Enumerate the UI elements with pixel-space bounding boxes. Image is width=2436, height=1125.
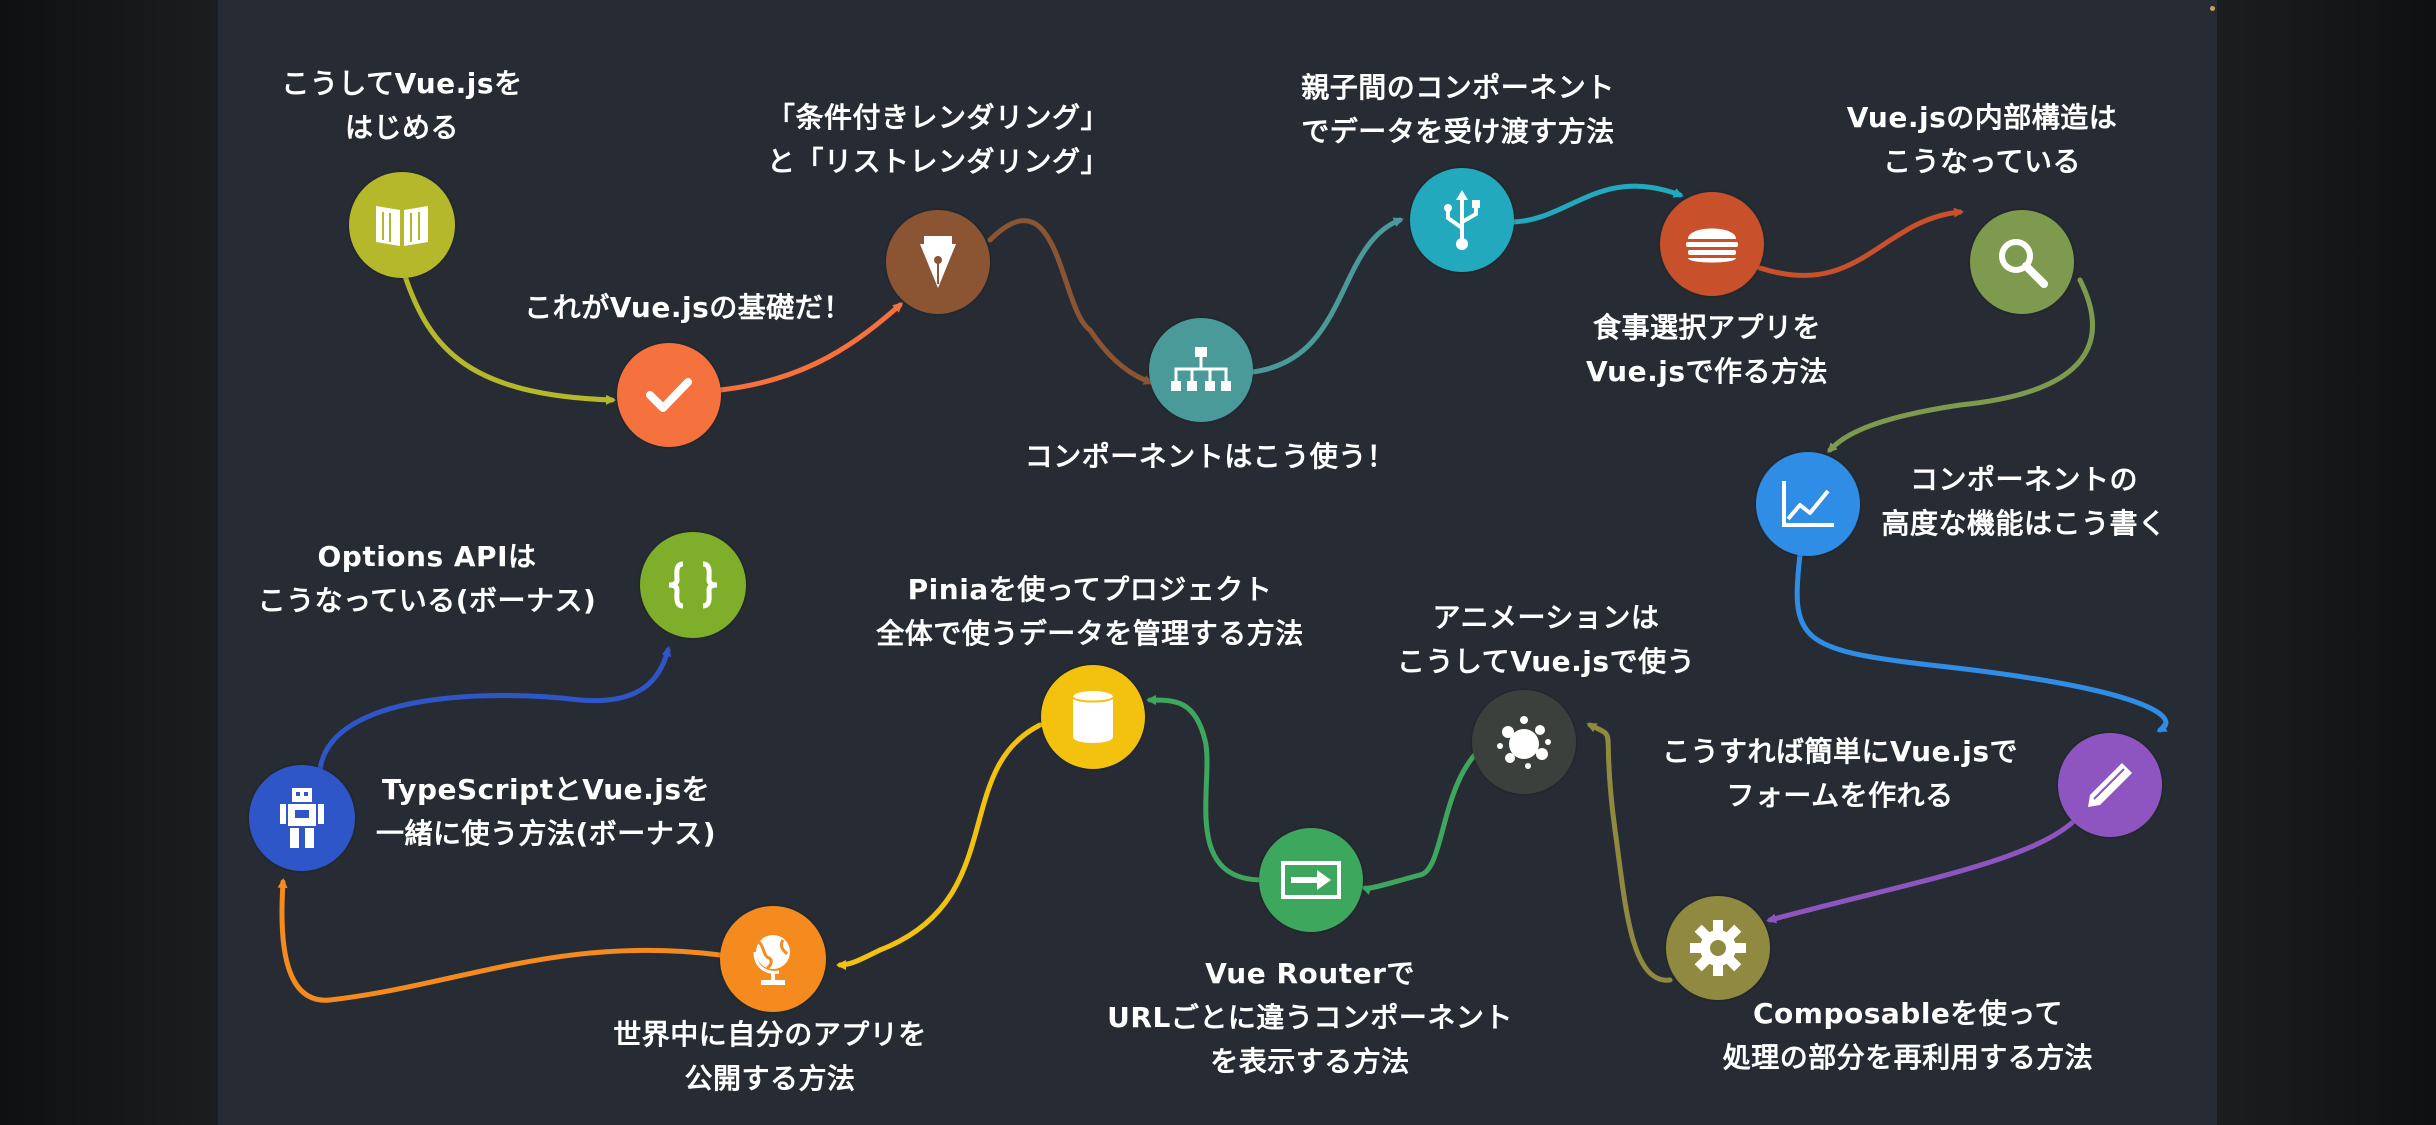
step-label-pinia: Piniaを使ってプロジェクト 全体で使うデータを管理する方法 — [876, 568, 1304, 656]
robot-icon — [280, 788, 324, 848]
step-label-line: と「リストレンダリング」 — [766, 145, 1110, 178]
step-label-meal-app: 食事選択アプリを Vue.jsで作る方法 — [1586, 306, 1828, 394]
step-label-line: コンポーネントはこう使う！ — [1024, 440, 1396, 473]
step-node-meal-app[interactable] — [1660, 192, 1764, 296]
step-label-composable: Composableを使って 処理の部分を再利用する方法 — [1723, 992, 2094, 1080]
step-label-line: Piniaを使ってプロジェクト — [907, 573, 1273, 606]
step-node-props[interactable] — [1410, 168, 1514, 272]
step-label-forms: こうすれば簡単にVue.jsで フォームを作れる — [1662, 730, 2018, 818]
step-label-line: Options APIは — [317, 540, 537, 573]
database-icon — [1072, 691, 1114, 743]
step-node-animation[interactable] — [1472, 690, 1576, 794]
step-label-router: Vue Routerで URLごとに違うコンポーネント を表示する方法 — [1107, 952, 1513, 1084]
step-node-composable[interactable] — [1666, 896, 1770, 1000]
globe-icon — [753, 935, 790, 985]
right-margin — [2217, 0, 2436, 1125]
checkmark-icon — [646, 378, 692, 412]
step-node-basics[interactable] — [617, 343, 721, 447]
step-label-line: Vue Routerで — [1205, 957, 1415, 990]
book-icon — [376, 206, 428, 246]
step-node-pinia[interactable] — [1041, 665, 1145, 769]
step-label-line: はじめる — [344, 111, 460, 144]
step-label-internals: Vue.jsの内部構造は こうなっている — [1847, 96, 2118, 184]
step-label-line: 高度な機能はこう書く — [1881, 507, 2167, 540]
step-label-line: 食事選択アプリを — [1592, 311, 1821, 344]
step-label-typescript: TypeScriptとVue.jsを 一緒に使う方法(ボーナス) — [376, 768, 716, 856]
step-label-basics: これがVue.jsの基礎だ！ — [524, 286, 852, 330]
step-label-line: こうなっている — [1882, 145, 2082, 178]
step-label-line: こうしてVue.jsで使う — [1396, 645, 1696, 678]
step-label-line: TypeScriptとVue.jsを — [381, 773, 711, 806]
step-label-line: こうなっている(ボーナス) — [257, 584, 597, 617]
step-node-advanced[interactable] — [1756, 452, 1860, 556]
fountain-pen-icon — [920, 236, 956, 288]
line-chart-icon — [1782, 481, 1834, 527]
step-label-options-api: Options APIは こうなっている(ボーナス) — [258, 535, 597, 623]
step-label-start: こうしてVue.jsを はじめる — [281, 62, 522, 150]
step-node-deploy[interactable] — [720, 906, 826, 1012]
left-margin — [0, 0, 218, 1125]
step-label-line: コンポーネントの — [1909, 463, 2139, 496]
step-label-line: 親子間のコンポーネント — [1301, 71, 1615, 104]
step-label-line: こうしてVue.jsを — [281, 67, 523, 100]
step-label-line: 「条件付きレンダリング」 — [766, 101, 1110, 134]
step-label-line: でデータを受け渡す方法 — [1301, 115, 1615, 148]
step-label-line: 処理の部分を再利用する方法 — [1722, 1041, 2094, 1074]
step-label-deploy: 世界中に自分のアプリを 公開する方法 — [613, 1013, 927, 1101]
splash-icon — [1497, 716, 1551, 769]
step-label-line: 一緒に使う方法(ボーナス) — [375, 817, 717, 850]
sitemap-icon — [1171, 347, 1231, 391]
step-node-internals[interactable] — [1970, 210, 2074, 314]
step-node-components[interactable] — [1149, 318, 1253, 422]
step-label-line: を表示する方法 — [1210, 1045, 1410, 1078]
step-node-router[interactable] — [1259, 828, 1363, 932]
step-node-start[interactable] — [349, 172, 455, 278]
step-label-props: 親子間のコンポーネント でデータを受け渡す方法 — [1301, 66, 1615, 154]
step-label-line: Vue.jsの内部構造は — [1846, 101, 2118, 134]
step-label-line: Vue.jsで作る方法 — [1586, 355, 1828, 388]
gear-icon — [1690, 920, 1746, 976]
step-node-typescript[interactable] — [249, 765, 355, 871]
magnifier-icon — [1999, 239, 2048, 288]
step-label-rendering: 「条件付きレンダリング」 と「リストレンダリング」 — [767, 96, 1109, 184]
usb-icon — [1444, 190, 1480, 250]
corner-dot — [2210, 6, 2215, 11]
step-label-line: 世界中に自分のアプリを — [613, 1018, 927, 1051]
step-label-components: コンポーネントはこう使う！ — [1025, 435, 1396, 479]
step-label-line: 全体で使うデータを管理する方法 — [876, 617, 1304, 650]
step-label-advanced: コンポーネントの 高度な機能はこう書く — [1881, 458, 2166, 546]
step-label-line: Composableを使って — [1752, 997, 2064, 1030]
step-node-options-api[interactable] — [640, 532, 746, 638]
step-label-animation: アニメーションは こうしてVue.jsで使う — [1397, 596, 1695, 684]
hamburger-icon — [1686, 228, 1738, 263]
step-label-line: 公開する方法 — [684, 1062, 856, 1095]
step-label-line: URLごとに違うコンポーネント — [1107, 1001, 1513, 1034]
braces-icon — [668, 561, 718, 609]
step-label-line: アニメーションは — [1432, 601, 1660, 634]
step-node-rendering[interactable] — [886, 210, 990, 314]
pencil-icon — [2088, 763, 2132, 807]
step-node-forms[interactable] — [2058, 733, 2162, 837]
step-label-line: こうすれば簡単にVue.jsで — [1662, 735, 2018, 768]
step-label-line: これがVue.jsの基礎だ！ — [524, 291, 852, 324]
step-label-line: フォームを作れる — [1726, 779, 1954, 812]
arrow-sign-icon — [1281, 861, 1341, 899]
